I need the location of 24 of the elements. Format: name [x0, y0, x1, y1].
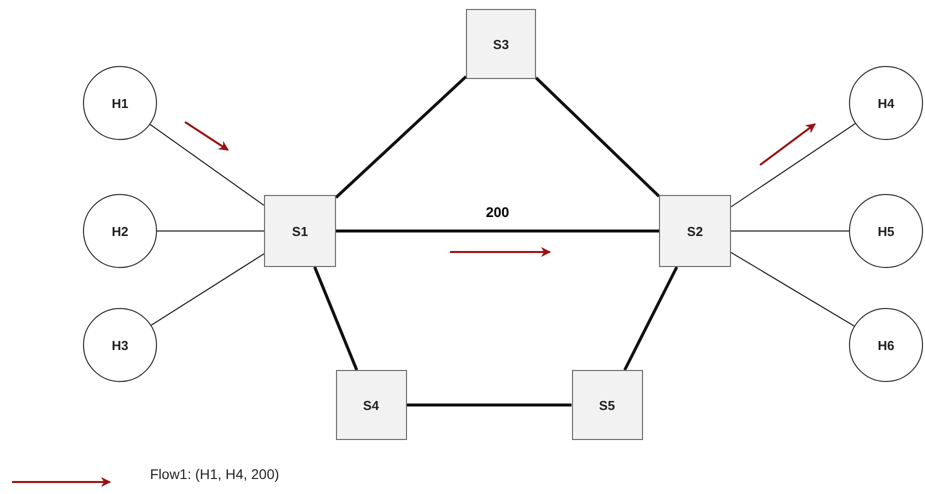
connector-line: [156, 230, 264, 232]
connector-line: [730, 123, 856, 208]
host-circle: H3: [83, 308, 157, 382]
host-circle: H4: [849, 66, 923, 140]
connector-line: [406, 404, 572, 406]
switch-box: S1: [264, 195, 336, 267]
connector-line: [730, 252, 855, 327]
connector-line: [313, 266, 358, 371]
connector-line: [150, 124, 264, 206]
connector-line: [150, 253, 264, 326]
host-circle: H1: [83, 66, 157, 140]
connector-line: [623, 266, 678, 371]
host-circle: H2: [83, 194, 157, 268]
switch-box: S4: [336, 370, 406, 440]
legend-text: Flow1: (H1, H4, 200): [150, 466, 280, 482]
switch-box: S5: [572, 370, 642, 440]
switch-box: S2: [659, 195, 731, 267]
host-circle: H5: [849, 194, 923, 268]
connector-line: [534, 76, 660, 198]
switch-box: S3: [466, 9, 536, 79]
connector-line: [336, 230, 659, 232]
connector-line: [730, 230, 850, 232]
host-circle: H6: [849, 308, 923, 382]
connector-line: [334, 75, 468, 199]
